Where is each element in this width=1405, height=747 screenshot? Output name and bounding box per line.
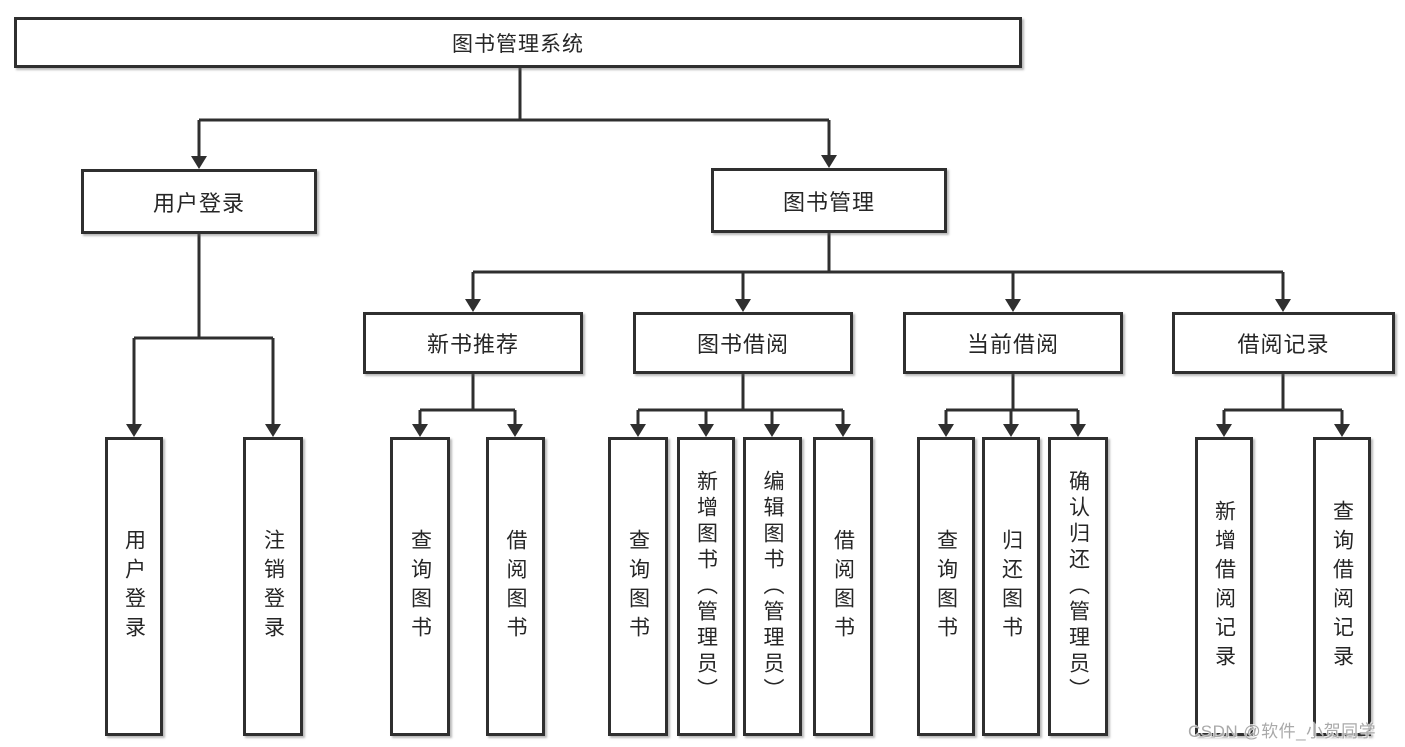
node-label: 确认归还（管理员） xyxy=(1066,469,1090,704)
node-library-management-system: 图书管理系统 xyxy=(14,17,1022,68)
node-leaf-query-books-current: 查询图书 xyxy=(917,437,975,736)
node-label: 借阅记录 xyxy=(1237,332,1330,357)
node-label: 当前借阅 xyxy=(966,332,1059,357)
node-leaf-borrow-books: 借阅图书 xyxy=(813,437,873,736)
node-label: 图书管理 xyxy=(782,189,875,215)
node-leaf-logout: 注销登录 xyxy=(243,437,303,736)
node-label: 归还图书 xyxy=(999,528,1023,645)
node-label: 查询借阅记录 xyxy=(1330,499,1354,674)
node-leaf-borrow-books-recommend: 借阅图书 xyxy=(486,437,545,736)
node-user-login: 用户登录 xyxy=(81,169,317,234)
node-borrowing-records: 借阅记录 xyxy=(1172,312,1395,374)
node-label: 新增图书（管理员） xyxy=(694,469,718,704)
node-label: 图书借阅 xyxy=(696,332,789,357)
node-label: 查询图书 xyxy=(626,528,650,645)
node-leaf-query-books-borrowing: 查询图书 xyxy=(608,437,668,736)
node-leaf-add-book-admin: 新增图书（管理员） xyxy=(677,437,735,736)
node-label: 借阅图书 xyxy=(504,528,527,645)
node-leaf-return-book: 归还图书 xyxy=(982,437,1040,736)
node-leaf-confirm-return-admin: 确认归还（管理员） xyxy=(1048,437,1108,736)
watermark: CSDN @软件_小贺同学 xyxy=(1188,722,1377,741)
node-label: 查询图书 xyxy=(408,528,432,645)
node-leaf-edit-book-admin: 编辑图书（管理员） xyxy=(743,437,802,736)
node-leaf-query-borrow-record: 查询借阅记录 xyxy=(1313,437,1371,736)
node-current-borrowing: 当前借阅 xyxy=(903,312,1123,374)
node-label: 编辑图书（管理员） xyxy=(761,469,784,704)
node-label: 用户登录 xyxy=(152,190,245,216)
node-label: 用户登录 xyxy=(122,528,146,645)
node-label: 借阅图书 xyxy=(831,528,855,645)
node-leaf-query-books-recommend: 查询图书 xyxy=(390,437,450,736)
node-new-book-recommend: 新书推荐 xyxy=(363,312,583,374)
node-label: 图书管理系统 xyxy=(452,32,584,56)
node-book-borrowing: 图书借阅 xyxy=(633,312,853,374)
node-leaf-user-login: 用户登录 xyxy=(105,437,163,736)
node-label: 查询图书 xyxy=(934,528,958,645)
node-leaf-add-borrow-record: 新增借阅记录 xyxy=(1195,437,1253,736)
node-book-management: 图书管理 xyxy=(711,168,947,233)
node-label: 新书推荐 xyxy=(426,332,519,357)
node-label: 新增借阅记录 xyxy=(1212,499,1236,674)
node-label: 注销登录 xyxy=(261,528,285,645)
